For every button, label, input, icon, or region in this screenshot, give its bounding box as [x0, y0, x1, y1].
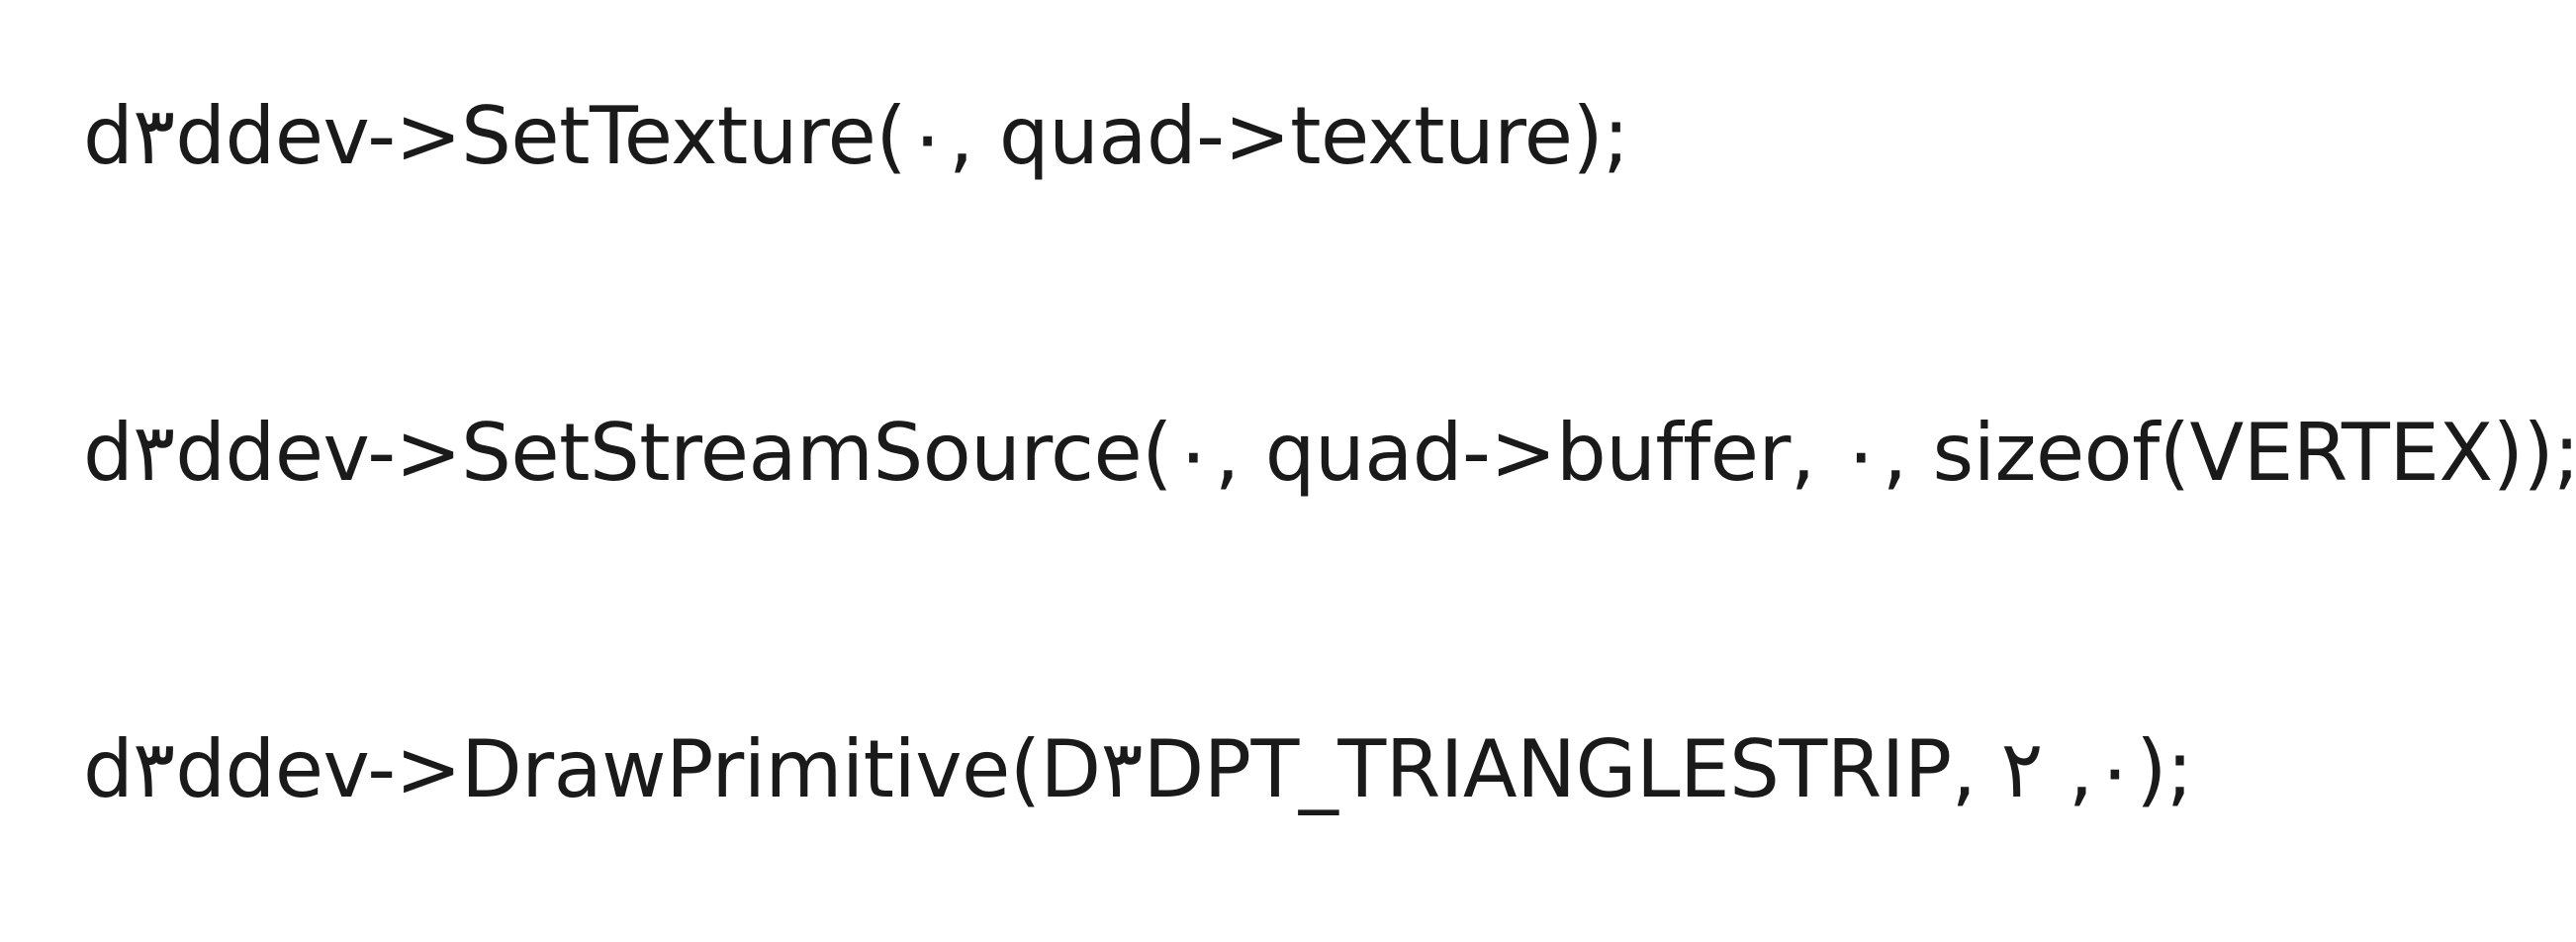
code-line-set-stream-source: d٣ddev->SetStreamSource(٠, quad->buffer,…	[83, 407, 2576, 499]
code-line-draw-primitive: d٣ddev->DrawPrimitive(D٣DPT_TRIANGLESTRI…	[83, 723, 2193, 815]
code-line-set-texture: d٣ddev->SetTexture(٠, quad->texture);	[83, 90, 1629, 182]
